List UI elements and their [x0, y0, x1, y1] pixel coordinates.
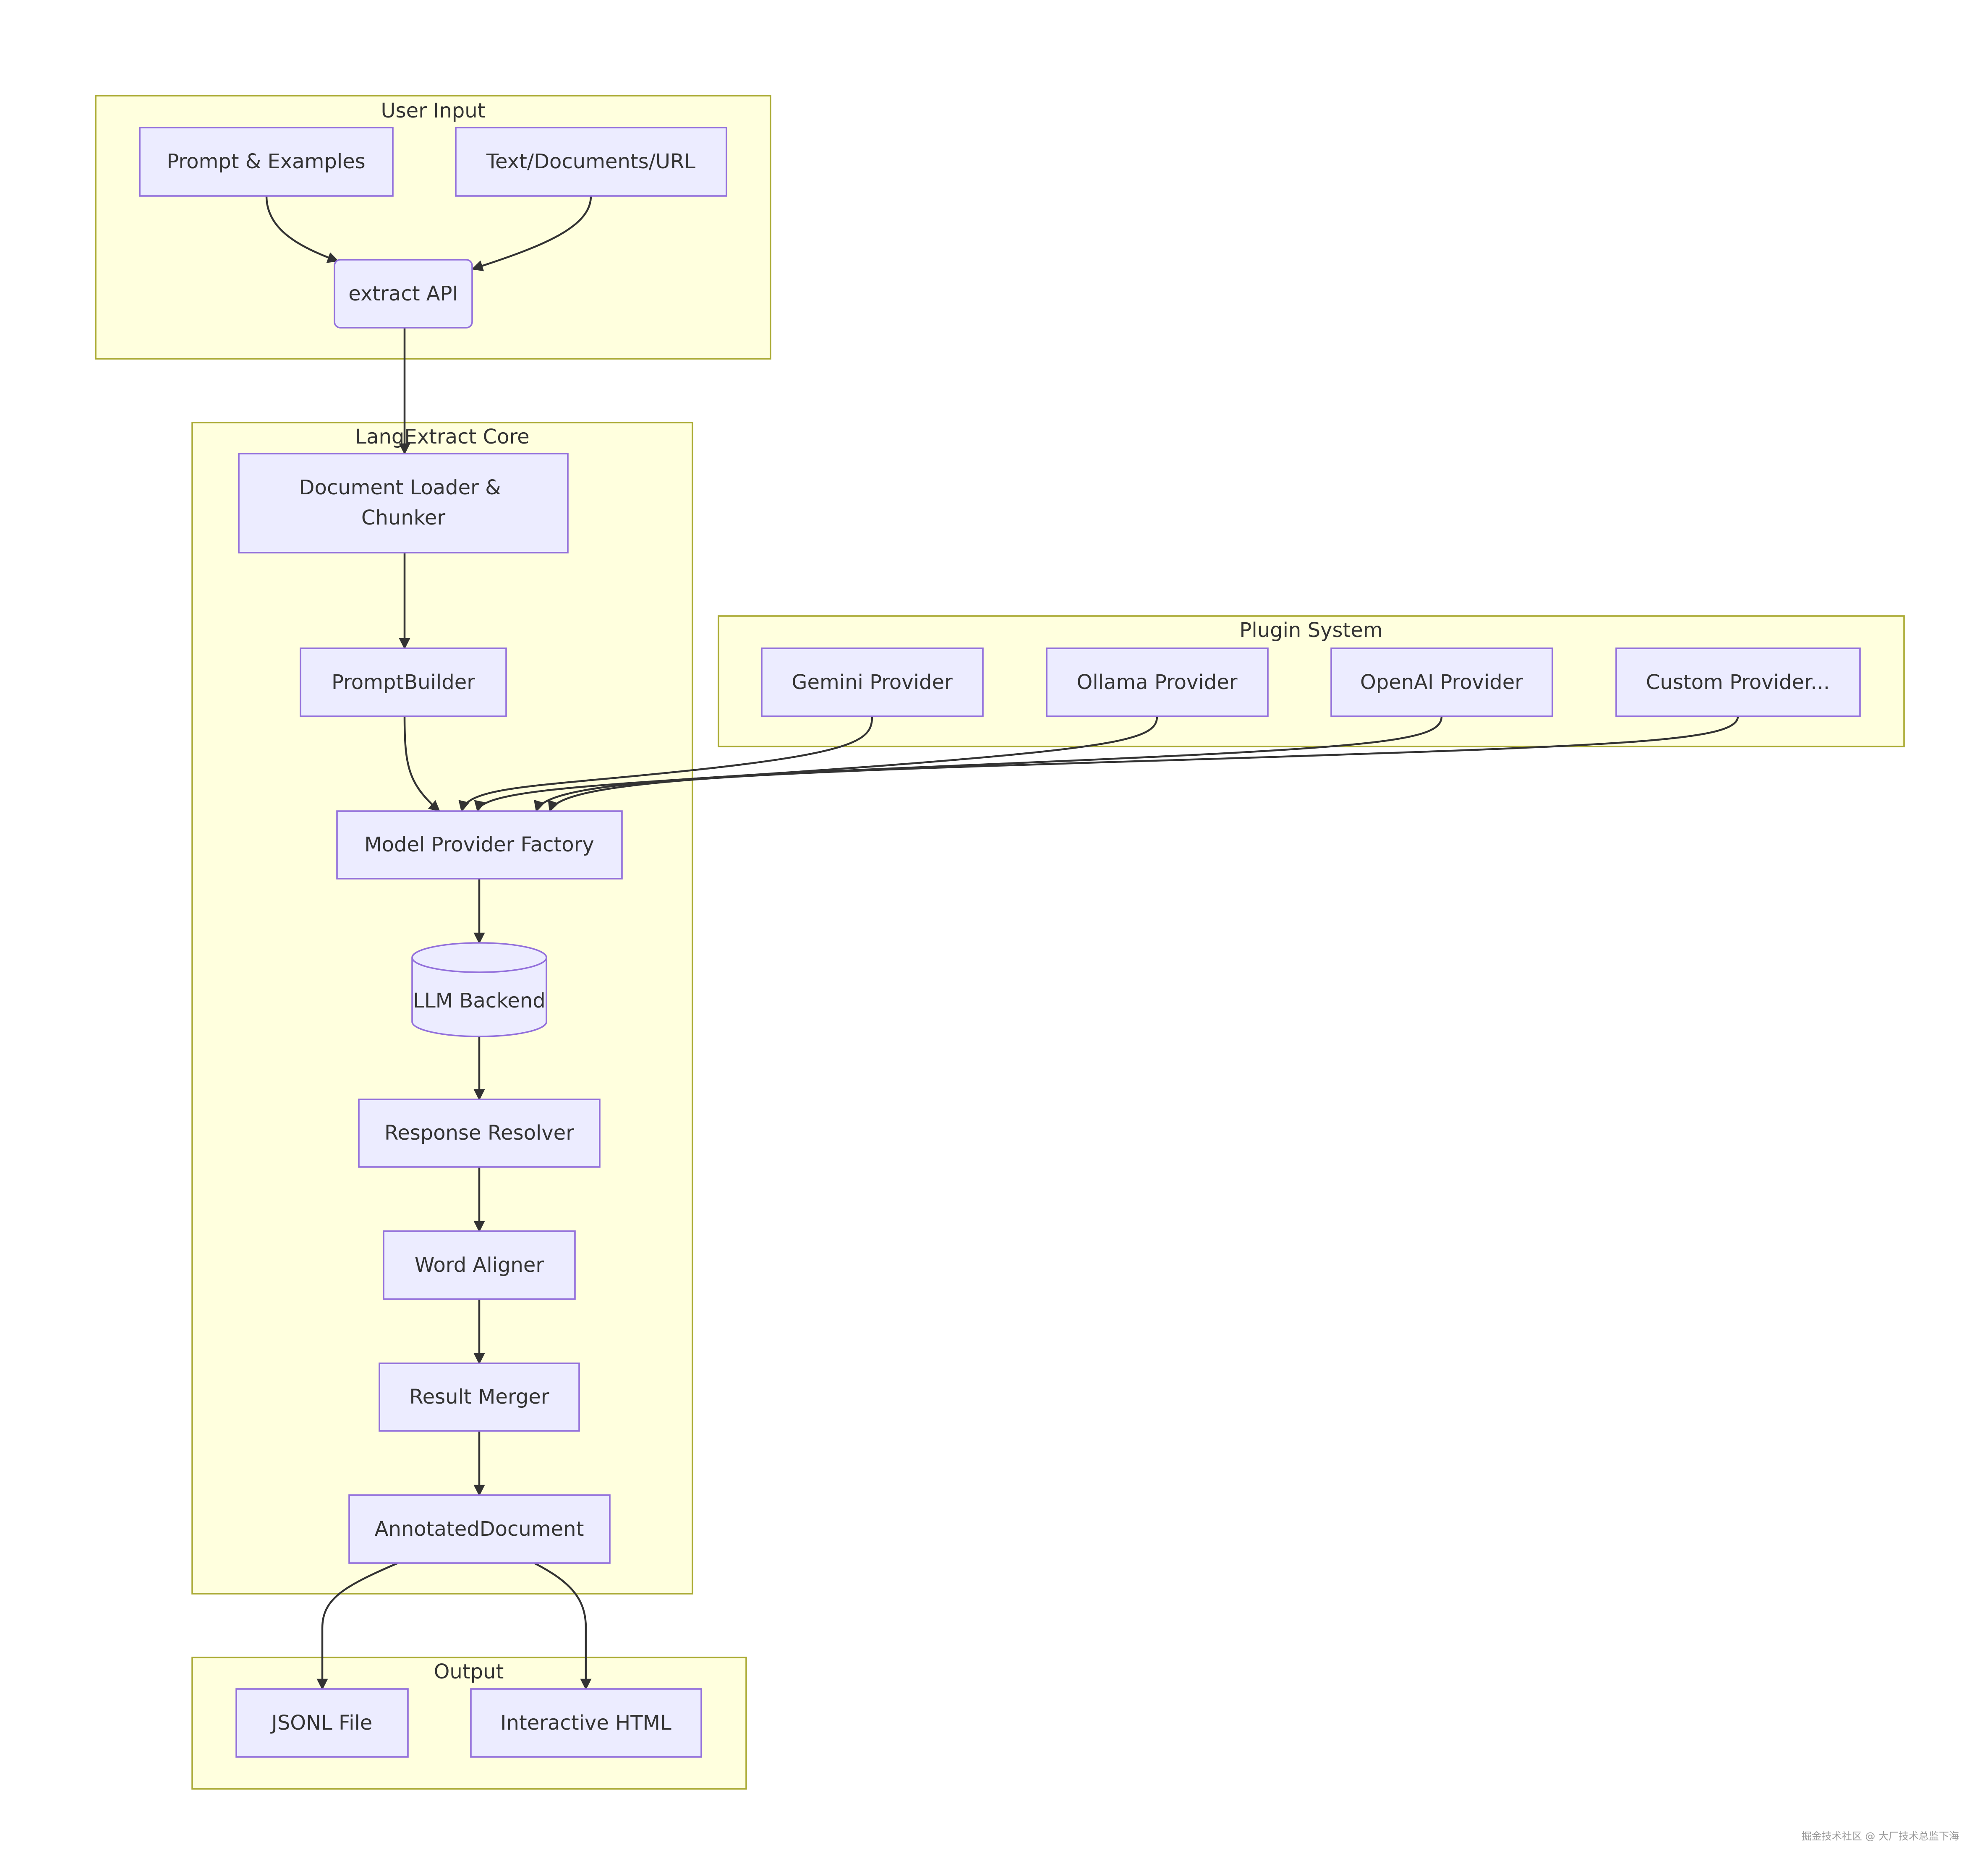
group-plugin-label: Plugin System — [1239, 619, 1382, 642]
node-model-provider-factory[interactable]: Model Provider Factory — [336, 810, 623, 880]
edge-openai-to-factory — [534, 716, 1443, 812]
edge-annotated-to-jsonl — [316, 1562, 398, 1690]
group-output-label: Output — [434, 1660, 504, 1683]
node-result-merger-label: Result Merger — [409, 1385, 549, 1409]
node-custom-provider[interactable]: Custom Provider... — [1615, 647, 1861, 717]
node-extract-api-label: extract API — [348, 282, 458, 305]
node-annotated-document[interactable]: AnnotatedDocument — [348, 1494, 611, 1564]
node-annotated-document-label: AnnotatedDocument — [375, 1517, 584, 1541]
node-openai-provider-label: OpenAI Provider — [1360, 671, 1523, 694]
node-prompt-builder[interactable]: PromptBuilder — [300, 647, 507, 717]
edge-gemini-to-factory — [458, 716, 873, 812]
node-result-merger[interactable]: Result Merger — [379, 1362, 580, 1432]
node-custom-provider-label: Custom Provider... — [1646, 671, 1830, 694]
edge-text-to-extract — [471, 196, 592, 271]
node-llm-backend-label: LLM Backend — [413, 989, 545, 1013]
watermark: 掘金技术社区 @ 大厂技术总监下海 — [1802, 1830, 1959, 1842]
node-ollama-provider[interactable]: Ollama Provider — [1046, 647, 1269, 717]
llm-backend-cylinder-body — [411, 958, 547, 1037]
node-interactive-html-label: Interactive HTML — [500, 1711, 671, 1735]
node-llm-backend[interactable]: LLM Backend — [411, 942, 547, 1037]
edge-prompt-to-extract — [265, 196, 339, 263]
group-user-input-label: User Input — [381, 99, 486, 123]
edge-promptbuilder-to-factory — [403, 716, 441, 812]
node-jsonl-file[interactable]: JSONL File — [235, 1688, 409, 1758]
node-prompt-builder-label: PromptBuilder — [332, 671, 475, 694]
node-word-aligner[interactable]: Word Aligner — [383, 1230, 576, 1300]
node-document-loader[interactable]: Document Loader & Chunker — [238, 453, 569, 553]
edge-custom-to-factory — [548, 716, 1739, 812]
node-document-loader-label-line2: Chunker — [361, 506, 445, 530]
edge-ollama-to-factory — [474, 716, 1158, 812]
edge-annotated-to-html — [533, 1562, 592, 1690]
node-gemini-provider[interactable]: Gemini Provider — [761, 647, 984, 717]
node-openai-provider[interactable]: OpenAI Provider — [1330, 647, 1553, 717]
node-interactive-html[interactable]: Interactive HTML — [470, 1688, 702, 1758]
node-ollama-provider-label: Ollama Provider — [1077, 671, 1238, 694]
node-document-loader-label-line1: Document Loader & — [299, 476, 501, 499]
node-extract-api[interactable]: extract API — [334, 259, 473, 329]
node-word-aligner-label: Word Aligner — [415, 1253, 544, 1277]
node-prompt-examples[interactable]: Prompt & Examples — [139, 127, 394, 197]
node-text-docs-url-label: Text/Documents/URL — [486, 150, 696, 173]
group-core-label: LangExtract Core — [355, 425, 529, 449]
node-response-resolver-label: Response Resolver — [384, 1121, 574, 1145]
node-gemini-provider-label: Gemini Provider — [792, 671, 953, 694]
node-jsonl-file-label: JSONL File — [270, 1711, 373, 1735]
node-model-provider-factory-label: Model Provider Factory — [364, 833, 594, 856]
node-prompt-examples-label: Prompt & Examples — [167, 150, 365, 173]
node-response-resolver[interactable]: Response Resolver — [358, 1099, 601, 1168]
edges — [265, 196, 1739, 1690]
llm-backend-cylinder-top — [411, 942, 547, 973]
node-text-docs-url[interactable]: Text/Documents/URL — [455, 127, 727, 197]
